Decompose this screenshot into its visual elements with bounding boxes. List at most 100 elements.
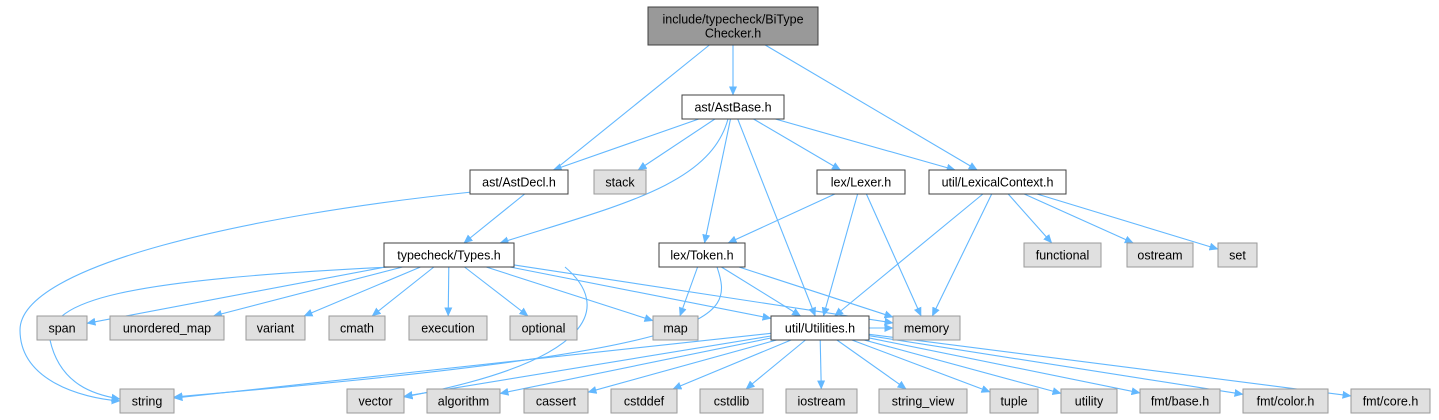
edge-utilities-to-cstddef — [672, 339, 792, 390]
node-fmt_core: fmt/core.h — [1350, 388, 1431, 414]
node-label: lex/Lexer.h — [831, 176, 892, 190]
node-label: include/typecheck/BiType — [662, 13, 803, 27]
node-tuple: tuple — [989, 388, 1039, 414]
node-box — [119, 388, 175, 414]
node-box — [770, 315, 870, 341]
node-label: string — [132, 395, 163, 409]
node-label: cmath — [340, 322, 374, 336]
edge-utilities-to-utility — [864, 339, 1062, 396]
edge-token-to-utilities — [721, 266, 802, 317]
edge-bitype-to-types — [463, 44, 710, 244]
node-lexer[interactable]: lex/Lexer.h — [816, 169, 906, 195]
node-unordered_map: unordered_map — [109, 315, 225, 341]
edge-utilities-to-fmt_core — [868, 333, 1352, 399]
edge-astbase-to-lexer — [753, 118, 841, 171]
edge-astbase-to-lexctx — [775, 118, 956, 172]
node-label: map — [663, 322, 687, 336]
node-string_view: string_view — [878, 388, 968, 414]
edge-astbase-to-types — [499, 118, 729, 245]
node-box — [346, 388, 405, 414]
edge-types-to-map — [486, 266, 654, 322]
node-box — [652, 315, 699, 341]
node-label: string_view — [892, 395, 955, 409]
edge-astbase-to-astdecl — [552, 118, 699, 171]
node-label: fmt/base.h — [1151, 395, 1209, 409]
edge-utilities-to-algorithm — [499, 337, 772, 396]
node-box — [1126, 242, 1194, 268]
edge-utilities-to-iostream — [817, 339, 826, 390]
edge-utilities-to-tuple — [851, 339, 991, 393]
node-box — [1350, 388, 1431, 414]
node-set: set — [1217, 242, 1258, 268]
node-lexctx[interactable]: util/LexicalContext.h — [928, 169, 1067, 195]
node-box — [408, 315, 488, 341]
node-box — [610, 388, 678, 414]
node-label: util/LexicalContext.h — [942, 176, 1054, 190]
node-fmt_color: fmt/color.h — [1242, 388, 1329, 414]
edge-utilities-to-vector — [403, 335, 772, 399]
node-cmath: cmath — [328, 315, 386, 341]
node-box — [509, 315, 578, 341]
edge-token-to-memory — [738, 266, 894, 319]
node-box — [328, 315, 386, 341]
node-label: cstddef — [624, 395, 665, 409]
node-label: stack — [605, 176, 635, 190]
node-fmt_base: fmt/base.h — [1139, 388, 1221, 414]
node-label: unordered_map — [123, 322, 211, 336]
node-box — [647, 6, 819, 46]
edge-types-to-span — [86, 266, 386, 326]
node-label: execution — [421, 322, 475, 336]
node-box — [523, 388, 589, 414]
node-label: cassert — [536, 395, 577, 409]
node-box — [785, 388, 858, 414]
node-utilities[interactable]: util/Utilities.h — [770, 315, 870, 341]
edge-astdecl-to-string — [19, 191, 473, 405]
node-box — [36, 315, 88, 341]
node-algorithm: algorithm — [426, 388, 501, 414]
node-box — [383, 242, 515, 268]
node-label: vector — [358, 395, 392, 409]
edge-types-to-cmath — [371, 266, 435, 317]
edge-types-to-memory — [513, 264, 894, 326]
node-label: iostream — [798, 395, 846, 409]
node-optional: optional — [509, 315, 578, 341]
node-box — [469, 169, 569, 195]
node-box — [658, 242, 746, 268]
node-cstddef: cstddef — [610, 388, 678, 414]
edge-types-to-execution — [444, 266, 453, 317]
edge-utilities-to-fmt_color — [868, 335, 1244, 397]
edge-lexctx-to-ostream — [1023, 193, 1134, 244]
edge-utilities-to-fmt_base — [868, 337, 1141, 396]
node-types[interactable]: typecheck/Types.h — [383, 242, 515, 268]
node-iostream: iostream — [785, 388, 858, 414]
node-label: util/Utilities.h — [785, 322, 855, 336]
node-label: ast/AstBase.h — [694, 101, 771, 115]
edge-lexer-to-utilities — [821, 193, 859, 317]
node-label: tuple — [1000, 395, 1027, 409]
dependency-edges — [19, 44, 1352, 405]
edge-types-to-unordered_map — [212, 266, 403, 318]
node-box — [681, 94, 785, 120]
node-box — [426, 388, 501, 414]
node-label: optional — [522, 322, 566, 336]
node-label: variant — [257, 322, 295, 336]
edge-bitype-to-lexctx — [764, 44, 978, 171]
node-vector: vector — [346, 388, 405, 414]
node-astdecl[interactable]: ast/AstDecl.h — [469, 169, 569, 195]
node-box — [989, 388, 1039, 414]
node-astbase[interactable]: ast/AstBase.h — [681, 94, 785, 120]
node-utility: utility — [1060, 388, 1118, 414]
node-box — [928, 169, 1067, 195]
node-box — [878, 388, 968, 414]
edge-token-to-map — [679, 266, 699, 317]
edge-lexer-to-token — [727, 193, 836, 244]
node-token[interactable]: lex/Token.h — [658, 242, 746, 268]
node-box — [1023, 242, 1102, 268]
node-functional: functional — [1023, 242, 1102, 268]
node-label: fmt/core.h — [1363, 395, 1419, 409]
node-box — [593, 169, 647, 195]
edge-lexer-to-memory — [865, 193, 922, 317]
edge-utilities-to-string — [173, 332, 772, 402]
